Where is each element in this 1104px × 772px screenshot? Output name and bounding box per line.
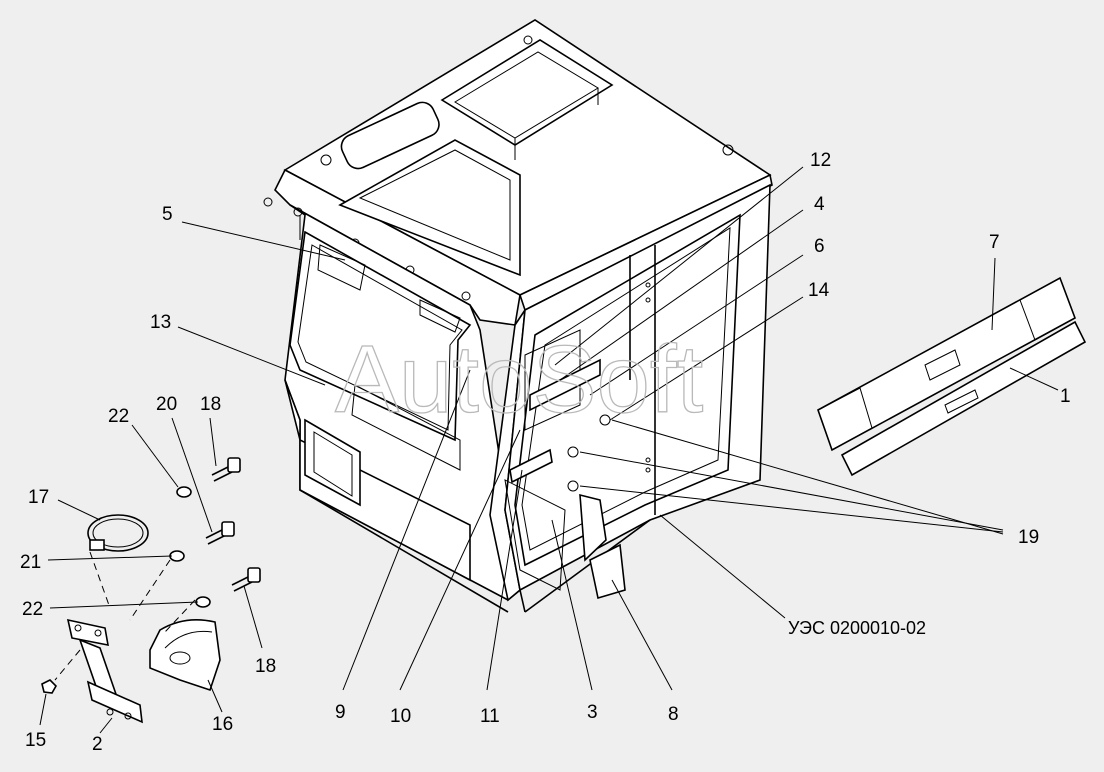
callout-14: 14 [808,280,830,301]
callout-18-bottom: 18 [255,656,276,677]
bracket-16 [149,619,221,692]
panel-1 [840,320,1087,477]
callout-20: 20 [156,394,177,415]
panel-7 [817,276,1076,452]
cab-frame [263,19,773,613]
callout-12: 12 [810,150,831,171]
callout-13: 13 [150,312,171,333]
callout-10: 10 [390,706,411,727]
bracket-2 [66,618,143,724]
callout-9: 9 [335,702,346,723]
callout-22-top: 22 [108,406,129,427]
leader-lines [39,166,1059,734]
callout-6: 6 [814,236,825,257]
callout-2: 2 [92,734,103,755]
callout-4: 4 [814,194,825,215]
callout-22-bottom: 22 [22,599,43,620]
drawing-code: УЭС 0200010-02 [788,618,926,638]
callout-16: 16 [212,714,233,735]
callout-labels: 5 13 12 4 6 14 7 1 19 9 10 11 3 8 22 20 … [20,150,1071,755]
clamp-17 [87,514,149,552]
bolts-18 [205,457,261,592]
callout-11: 11 [480,706,500,727]
callout-15: 15 [25,730,46,751]
assembly-dashes [54,551,196,681]
callout-5: 5 [162,204,173,225]
callout-17: 17 [28,487,49,508]
callout-21: 21 [20,552,41,573]
callout-18-top: 18 [200,394,221,415]
washers [41,486,211,694]
callout-1: 1 [1060,386,1071,407]
watermark: AutoSoft [335,326,703,433]
callout-19: 19 [1018,527,1039,548]
callout-8: 8 [668,704,679,725]
callout-3: 3 [587,702,598,723]
callout-7: 7 [989,232,1000,253]
